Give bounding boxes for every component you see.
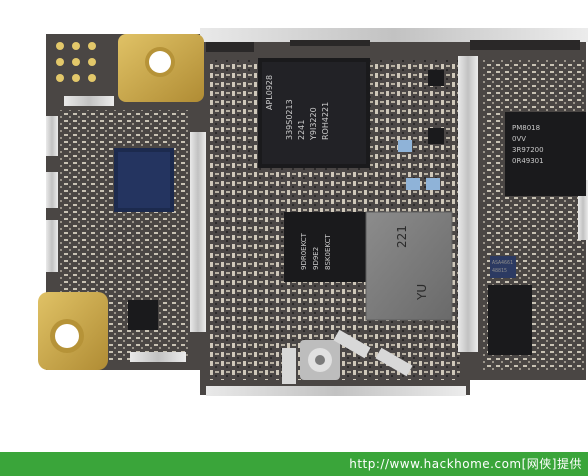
pm-label-3: 3R97200 (512, 146, 544, 154)
small-ic-label-1: ASA4661 (492, 260, 513, 266)
gray-chip-label-1: 221 (395, 225, 409, 248)
pm-label-1: PM8018 (512, 124, 540, 132)
gold-mount-tab-top (118, 34, 204, 102)
processor-label-2: 339S0213 (285, 99, 294, 140)
processor-chip: APL0928 (258, 58, 370, 168)
processor-label-group: 339S0213 2241 Y9I3220 ROH4221 (285, 99, 330, 141)
antenna-connector (282, 329, 413, 384)
memory-label-1: 9DR0EKCT (300, 232, 308, 270)
power-management-chip: PM8018 0VV 3R97200 0R49301 (505, 112, 586, 196)
pm-label-4: 0R49301 (512, 157, 544, 165)
shield-strip-left (190, 132, 206, 332)
circuit-board-photo: APL0928 339S0213 2241 Y9I3220 ROH4221 9D… (38, 28, 588, 396)
processor-label-3: 2241 (297, 120, 306, 140)
shield-rim-top (200, 28, 588, 42)
pm-label-2: 0VV (512, 135, 526, 143)
processor-label-4: Y9I3220 (309, 107, 318, 141)
shield-strip-center (458, 56, 478, 352)
small-ic-left (128, 300, 158, 330)
small-ic-right: ASA4661 48815 (488, 256, 532, 355)
gray-chip-label-2: YU (415, 284, 429, 301)
memory-label-3: 8SK0EKCT (324, 234, 332, 270)
blue-chip (114, 148, 174, 212)
gold-mount-tab-bottom (38, 292, 108, 370)
processor-label-5: ROH4221 (321, 102, 330, 140)
watermark-text: http://www.hackhome.com[网侠]提供 (349, 457, 582, 471)
memory-chip: 9DR0EKCT 9D9E2 8SK0EKCT (284, 212, 366, 282)
processor-label-1: APL0928 (265, 75, 274, 110)
gold-test-points (56, 42, 96, 82)
watermark-banner: http://www.hackhome.com[网侠]提供 (0, 452, 588, 476)
memory-label-2: 9D9E2 (312, 247, 320, 270)
small-ic-label-2: 48815 (492, 268, 507, 274)
gray-metal-chip: 221 YU (365, 211, 453, 321)
